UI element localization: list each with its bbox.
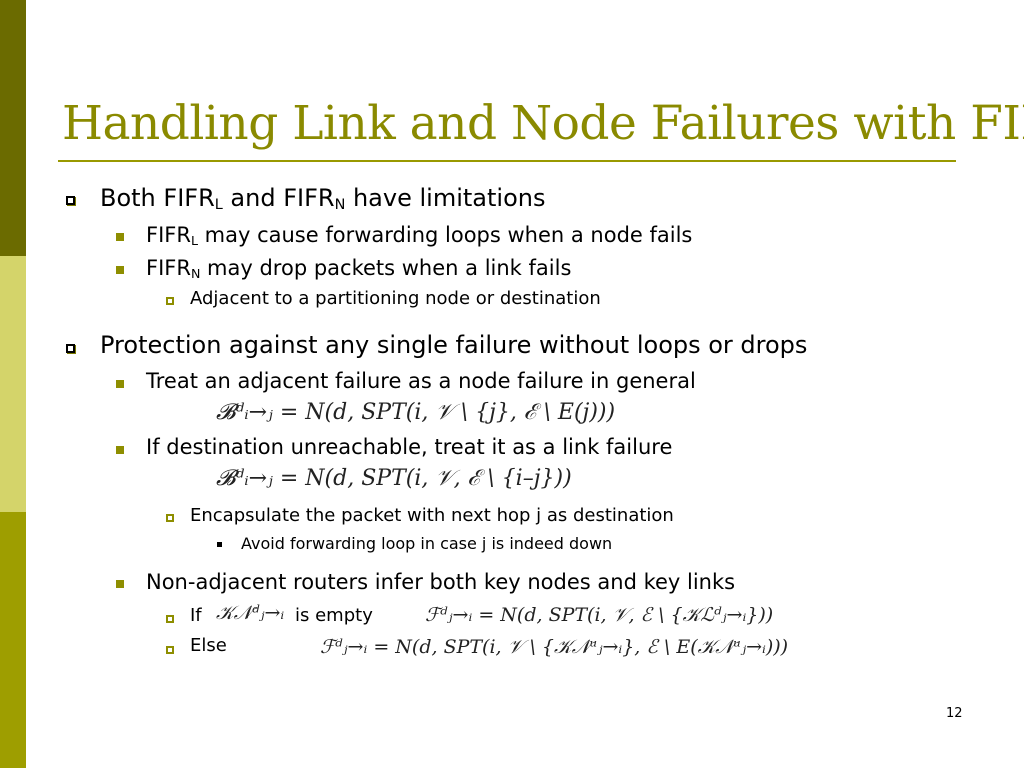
bullet-text: Both FIFR — [100, 184, 215, 212]
bullet-text: have limitations — [345, 184, 546, 212]
bullet-adjacent-failure: Treat an adjacent failure as a node fail… — [146, 369, 696, 393]
bullet-protection: Protection against any single failure wi… — [100, 331, 808, 359]
bullet-if-empty-label: If — [190, 605, 202, 626]
formula-link-failure: 𝓑ᵈᵢ→ⱼ = N(d, SPT(i, 𝒱, ℰ \ {i–j})) — [216, 466, 572, 491]
left-bar-middle — [0, 256, 26, 512]
hollow-square-bullet-icon — [66, 196, 75, 205]
square-bullet-icon — [116, 266, 124, 274]
bullet-if-empty-suffix: is empty — [295, 605, 373, 626]
subscript: N — [334, 197, 346, 213]
left-bar-top — [0, 0, 26, 256]
hollow-square-bullet-icon — [166, 646, 174, 654]
square-bullet-icon — [116, 380, 124, 388]
bullet-else-label: Else — [190, 635, 227, 656]
formula-key-nodes-else: ℱᵈⱼ→ᵢ = N(d, SPT(i, 𝒱 \ {𝒦𝒩ᵘⱼ→ᵢ}, ℰ \ E(… — [320, 636, 789, 658]
bullet-non-adjacent: Non-adjacent routers infer both key node… — [146, 570, 736, 594]
bullet-text: and FIFR — [222, 184, 335, 212]
bullet-text: FIFR — [146, 256, 191, 280]
subscript: L — [190, 233, 198, 248]
square-bullet-icon — [116, 580, 124, 588]
formula-key-nodes: 𝒦𝒩ᵈⱼ→ᵢ — [216, 602, 285, 624]
hollow-square-bullet-icon — [66, 344, 75, 353]
bullet-avoid-loop: Avoid forwarding loop in case j is indee… — [241, 534, 613, 553]
square-bullet-icon — [116, 233, 124, 241]
bullet-adjacent-partition: Adjacent to a partitioning node or desti… — [190, 288, 601, 309]
bullet-destination-unreachable: If destination unreachable, treat it as … — [146, 435, 673, 459]
slide-title: Handling Link and Node Failures with FIF… — [62, 96, 1024, 151]
formula-key-links: ℱᵈⱼ→ᵢ = N(d, SPT(i, 𝒱, ℰ \ {𝒦ℒᵈⱼ→ᵢ})) — [425, 604, 774, 626]
bullet-both-fifr: Both FIFRL and FIFRN have limitations — [100, 184, 545, 213]
title-divider — [58, 160, 956, 162]
bullet-fifr-n: FIFRN may drop packets when a link fails — [146, 256, 571, 281]
bullet-text: FIFR — [146, 223, 191, 247]
bullet-encapsulate: Encapsulate the packet with next hop j a… — [190, 505, 674, 526]
bullet-text: may drop packets when a link fails — [200, 256, 572, 280]
square-bullet-icon — [116, 446, 124, 454]
hollow-square-bullet-icon — [166, 514, 174, 522]
subscript: N — [190, 266, 201, 281]
small-square-bullet-icon — [217, 542, 222, 547]
hollow-square-bullet-icon — [166, 615, 174, 623]
subscript: L — [214, 197, 223, 213]
bullet-fifr-l: FIFRL may cause forwarding loops when a … — [146, 223, 692, 248]
bullet-text: may cause forwarding loops when a node f… — [197, 223, 693, 247]
hollow-square-bullet-icon — [166, 297, 174, 305]
page-number: 12 — [946, 706, 963, 721]
formula-node-failure: 𝓑ᵈᵢ→ⱼ = N(d, SPT(i, 𝒱 \ {j}, ℰ \ E(j))) — [216, 400, 616, 425]
left-bar-bottom — [0, 512, 26, 768]
